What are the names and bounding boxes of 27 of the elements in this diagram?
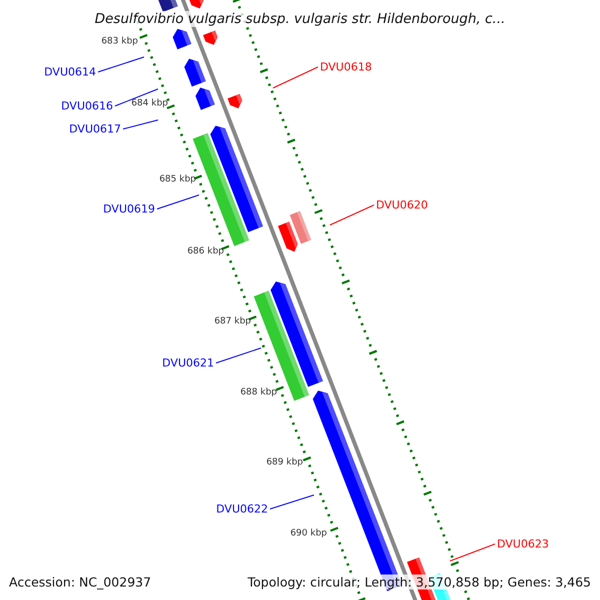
- scale-label: 683 kbp: [101, 36, 138, 48]
- scale-label: 690 kbp: [290, 528, 327, 540]
- leader-line: [98, 56, 144, 72]
- leader-line: [122, 120, 158, 130]
- scale-label: 688 kbp: [240, 388, 277, 398]
- scale-label: 687 kbp: [214, 316, 251, 328]
- gene-label: DVU0616: [61, 100, 113, 112]
- footer-text: Accession: NC_002937: [9, 574, 152, 590]
- gene-label: DVU0617: [69, 122, 121, 136]
- leader-line: [330, 204, 374, 226]
- scale-label: 689 kbp: [266, 458, 303, 468]
- gene-label: DVU0620: [376, 198, 428, 212]
- gene-label: DVU0622: [216, 502, 268, 516]
- gene-label: DVU0621: [162, 356, 214, 370]
- gene-label: DVU0623: [497, 538, 549, 550]
- scale-label: 685 kbp: [159, 174, 196, 186]
- gene-label: DVU0618: [320, 60, 372, 74]
- leader-line: [270, 494, 314, 510]
- gene-label: DVU0614: [44, 66, 96, 78]
- leader-line: [114, 88, 158, 106]
- leader-line: [450, 544, 496, 562]
- leader-line: [272, 66, 318, 88]
- gene-label: DVU0619: [103, 202, 155, 216]
- scale-label: 684 kbp: [131, 98, 168, 110]
- leader-line: [156, 194, 200, 210]
- leader-line: [216, 348, 262, 364]
- scale-label: 686 kbp: [187, 246, 224, 258]
